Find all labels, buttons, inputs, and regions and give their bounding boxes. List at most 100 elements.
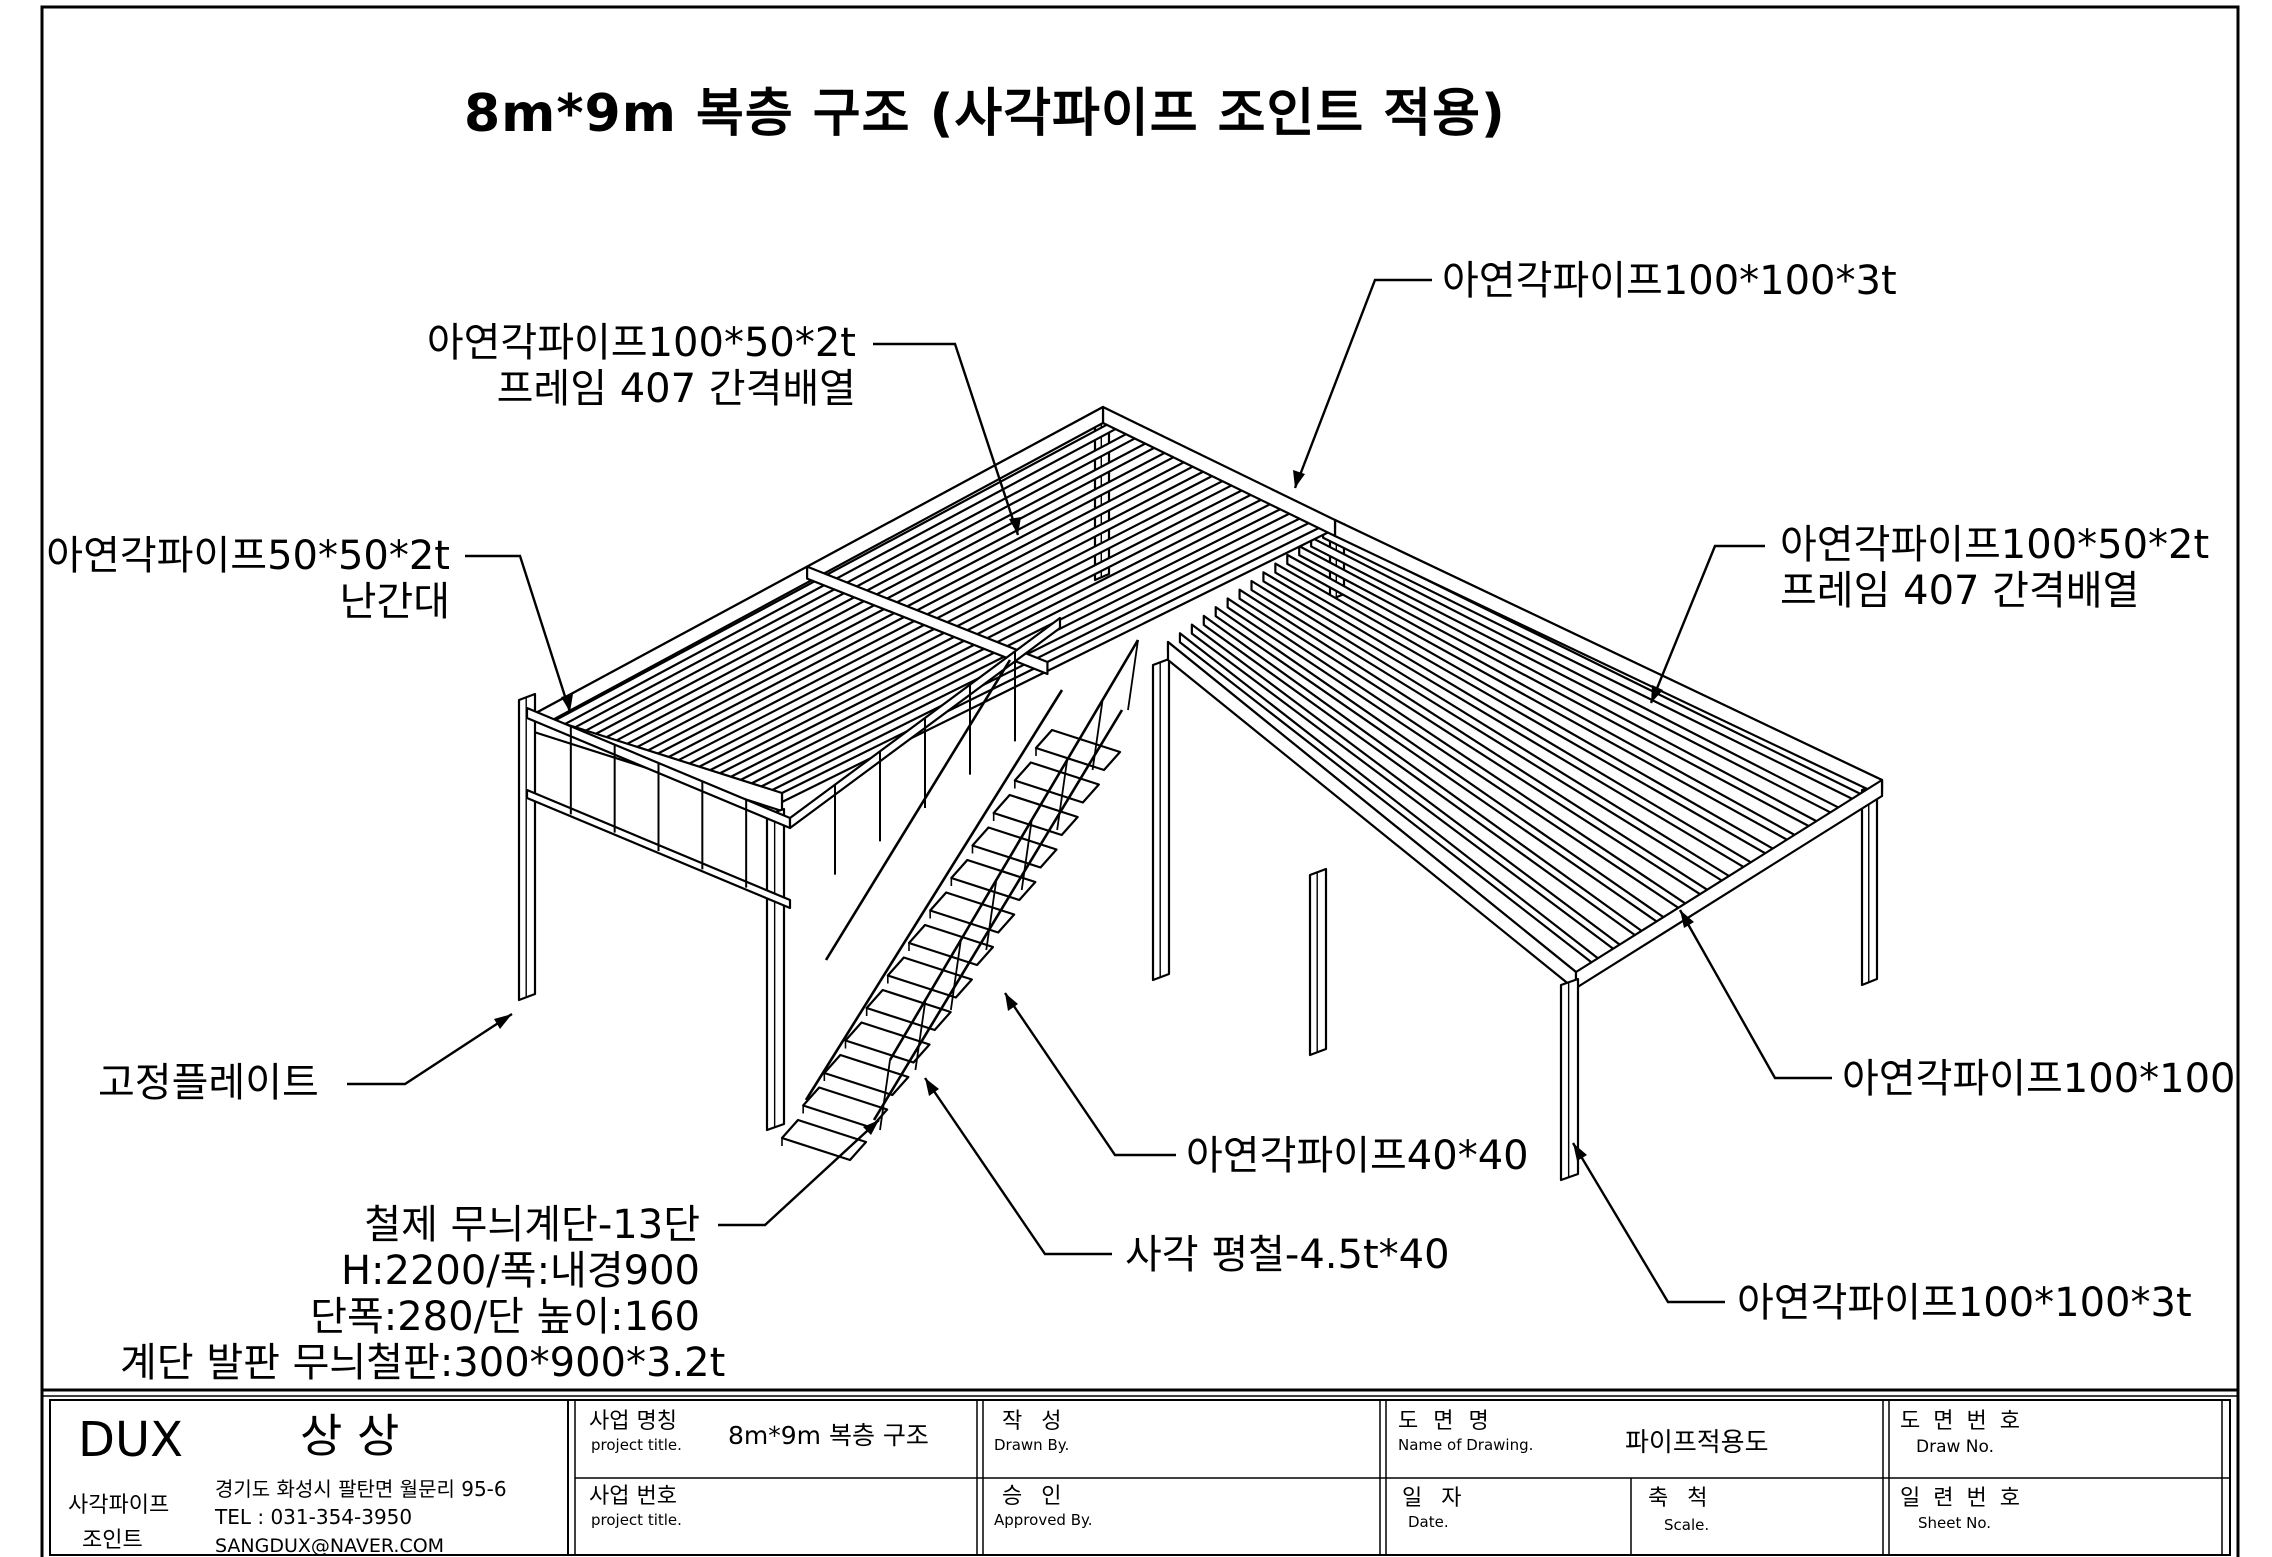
label-stair-line3: 단폭:280/단 높이:160	[310, 1294, 700, 1340]
leader-railing	[465, 554, 572, 713]
sheet-no-label: 일 련 번 호	[1900, 1486, 2023, 1511]
arrow-stair-frame	[1005, 993, 1018, 1011]
company-email: SANGDUX@NAVER.COM	[215, 1535, 445, 1557]
stair-tread	[802, 1086, 889, 1129]
scale-label: 축 척	[1648, 1486, 1714, 1511]
approved-by-label-en: Approved By.	[994, 1511, 1093, 1529]
arrow-joist-left	[1009, 517, 1021, 535]
stair-tread	[1013, 761, 1100, 804]
stair-handrail-left	[824, 659, 1012, 961]
leader-stair	[718, 1119, 880, 1227]
deck-b-joist	[1202, 614, 1643, 941]
label-stair-line2: H:2200/폭:내경900	[340, 1248, 700, 1294]
label-top-beam: 아연각파이프100*100*3t	[1442, 258, 1897, 304]
stair-handrail-post	[879, 1059, 891, 1131]
stair-handrail-post	[1056, 759, 1069, 831]
label-flat-bar: 사각 평철-4.5t*40	[1125, 1232, 1450, 1278]
column-front-left	[517, 692, 537, 1002]
leader-top-beam	[1293, 278, 1432, 489]
arrow-base-plate	[494, 1014, 512, 1029]
drawing-no-label-en: Draw No.	[1916, 1437, 1995, 1457]
sheet-no-label-en: Sheet No.	[1918, 1514, 1992, 1532]
column-right	[1860, 782, 1879, 987]
arrow-railing	[561, 694, 573, 712]
stair-handrail-post	[914, 999, 927, 1071]
leader-flat-bar	[924, 1077, 1112, 1256]
drawing-name-value: 파이프적용도	[1625, 1428, 1769, 1458]
stair-tread	[907, 923, 995, 967]
arrow-column	[1573, 1143, 1587, 1161]
deck-a-joist	[698, 481, 1259, 777]
company-tel: TEL : 031-354-3950	[215, 1505, 413, 1529]
project-number-label: 사업 번호	[589, 1484, 677, 1509]
leader-column	[1571, 1142, 1725, 1304]
deck-b-joist	[1190, 623, 1621, 955]
leader-stair-frame	[1004, 992, 1176, 1157]
mezzanine-structure	[517, 405, 1884, 1182]
label-joist-left-line2: 프레임 407 간격배열	[496, 366, 856, 412]
column-inner-corner	[1151, 657, 1171, 982]
label-column: 아연각파이프100*100*3t	[1737, 1280, 2192, 1326]
label-joist-right-line2: 프레임 407 간격배열	[1780, 568, 2140, 614]
deck-a-joist	[718, 490, 1279, 784]
sheet-border	[40, 5, 2240, 1557]
drawing-no-label: 도 면 번 호	[1900, 1409, 2023, 1434]
leader-base-plate	[347, 1012, 513, 1086]
label-railing-line1: 아연각파이프50*50*2t	[46, 533, 450, 579]
arrow-joist-right	[1651, 685, 1663, 703]
label-stair-line4: 계단 발판 무늬철판:300*900*3.2t	[120, 1340, 726, 1386]
leader-joist-right	[1649, 544, 1765, 704]
stair-handrail-post	[949, 939, 962, 1011]
leader-joist-left	[873, 342, 1020, 536]
stair-handrail-post	[1091, 699, 1104, 771]
project-name-label-en: project title.	[591, 1436, 682, 1454]
project-name-value: 8m*9m 복층 구조	[728, 1421, 929, 1450]
column-front-corner	[765, 807, 786, 1132]
date-label-en: Date.	[1408, 1513, 1449, 1531]
label-edge-beam: 아연각파이프100*100	[1842, 1056, 2236, 1102]
drawing-title: 8m*9m 복층 구조 (사각파이프 조인트 적용)	[464, 84, 1506, 144]
arrow-flat-bar	[925, 1078, 939, 1096]
stair-handrail-post	[1020, 819, 1033, 891]
callout-leaders	[347, 278, 1832, 1304]
company-name: 상 상	[300, 1409, 400, 1463]
stair-handrail-post	[985, 879, 998, 951]
stair-stringer-left	[804, 689, 1064, 1101]
arrow-edge-beam	[1680, 910, 1694, 928]
deck-a-cross-beam	[806, 565, 1049, 676]
deck-b-joist	[1178, 632, 1599, 969]
label-base-plate: 고정플레이트	[98, 1060, 319, 1106]
company-logo: DUX	[78, 1412, 183, 1468]
stair-tread	[886, 956, 973, 999]
project-name-label: 사업 명칭	[589, 1409, 677, 1434]
label-joist-left-line1: 아연각파이프100*50*2t	[426, 320, 856, 366]
company-sub-line1: 사각파이프	[68, 1493, 170, 1518]
drawn-by-label: 작 성	[1002, 1409, 1068, 1434]
stair-handrail-post	[1127, 639, 1139, 711]
column-front-middle	[1308, 867, 1328, 1057]
drawing-name-label-en: Name of Drawing.	[1398, 1436, 1534, 1454]
arrow-top-beam	[1293, 470, 1305, 488]
stair-tread	[844, 1021, 931, 1064]
label-railing: 아연각파이프50*50*2t 난간대	[40, 533, 450, 625]
column-front-right	[1559, 977, 1580, 1182]
stair-tread	[929, 891, 1016, 934]
company-address: 경기도 화성시 팔탄면 월문리 95-6	[215, 1477, 507, 1501]
label-railing-line2: 난간대	[339, 579, 450, 625]
label-stair-frame: 아연각파이프40*40	[1186, 1133, 1529, 1179]
stair-tread	[1034, 728, 1122, 772]
stair-tread	[780, 1118, 868, 1162]
callout-arrowheads	[494, 470, 1694, 1161]
stair-tread	[865, 988, 952, 1032]
label-joist-left: 아연각파이프100*50*2t 프레임 407 간격배열	[420, 320, 856, 412]
drawn-by-label-en: Drawn By.	[994, 1436, 1070, 1454]
date-label: 일 자	[1402, 1486, 1468, 1511]
stair-tread	[823, 1053, 910, 1097]
company-sub-line2: 조인트	[82, 1528, 143, 1553]
drawing-name-label: 도 면 명	[1398, 1409, 1493, 1434]
scale-label-en: Scale.	[1664, 1516, 1710, 1534]
project-number-label-en: project title.	[591, 1511, 682, 1529]
approved-by-label: 승 인	[1002, 1484, 1068, 1509]
